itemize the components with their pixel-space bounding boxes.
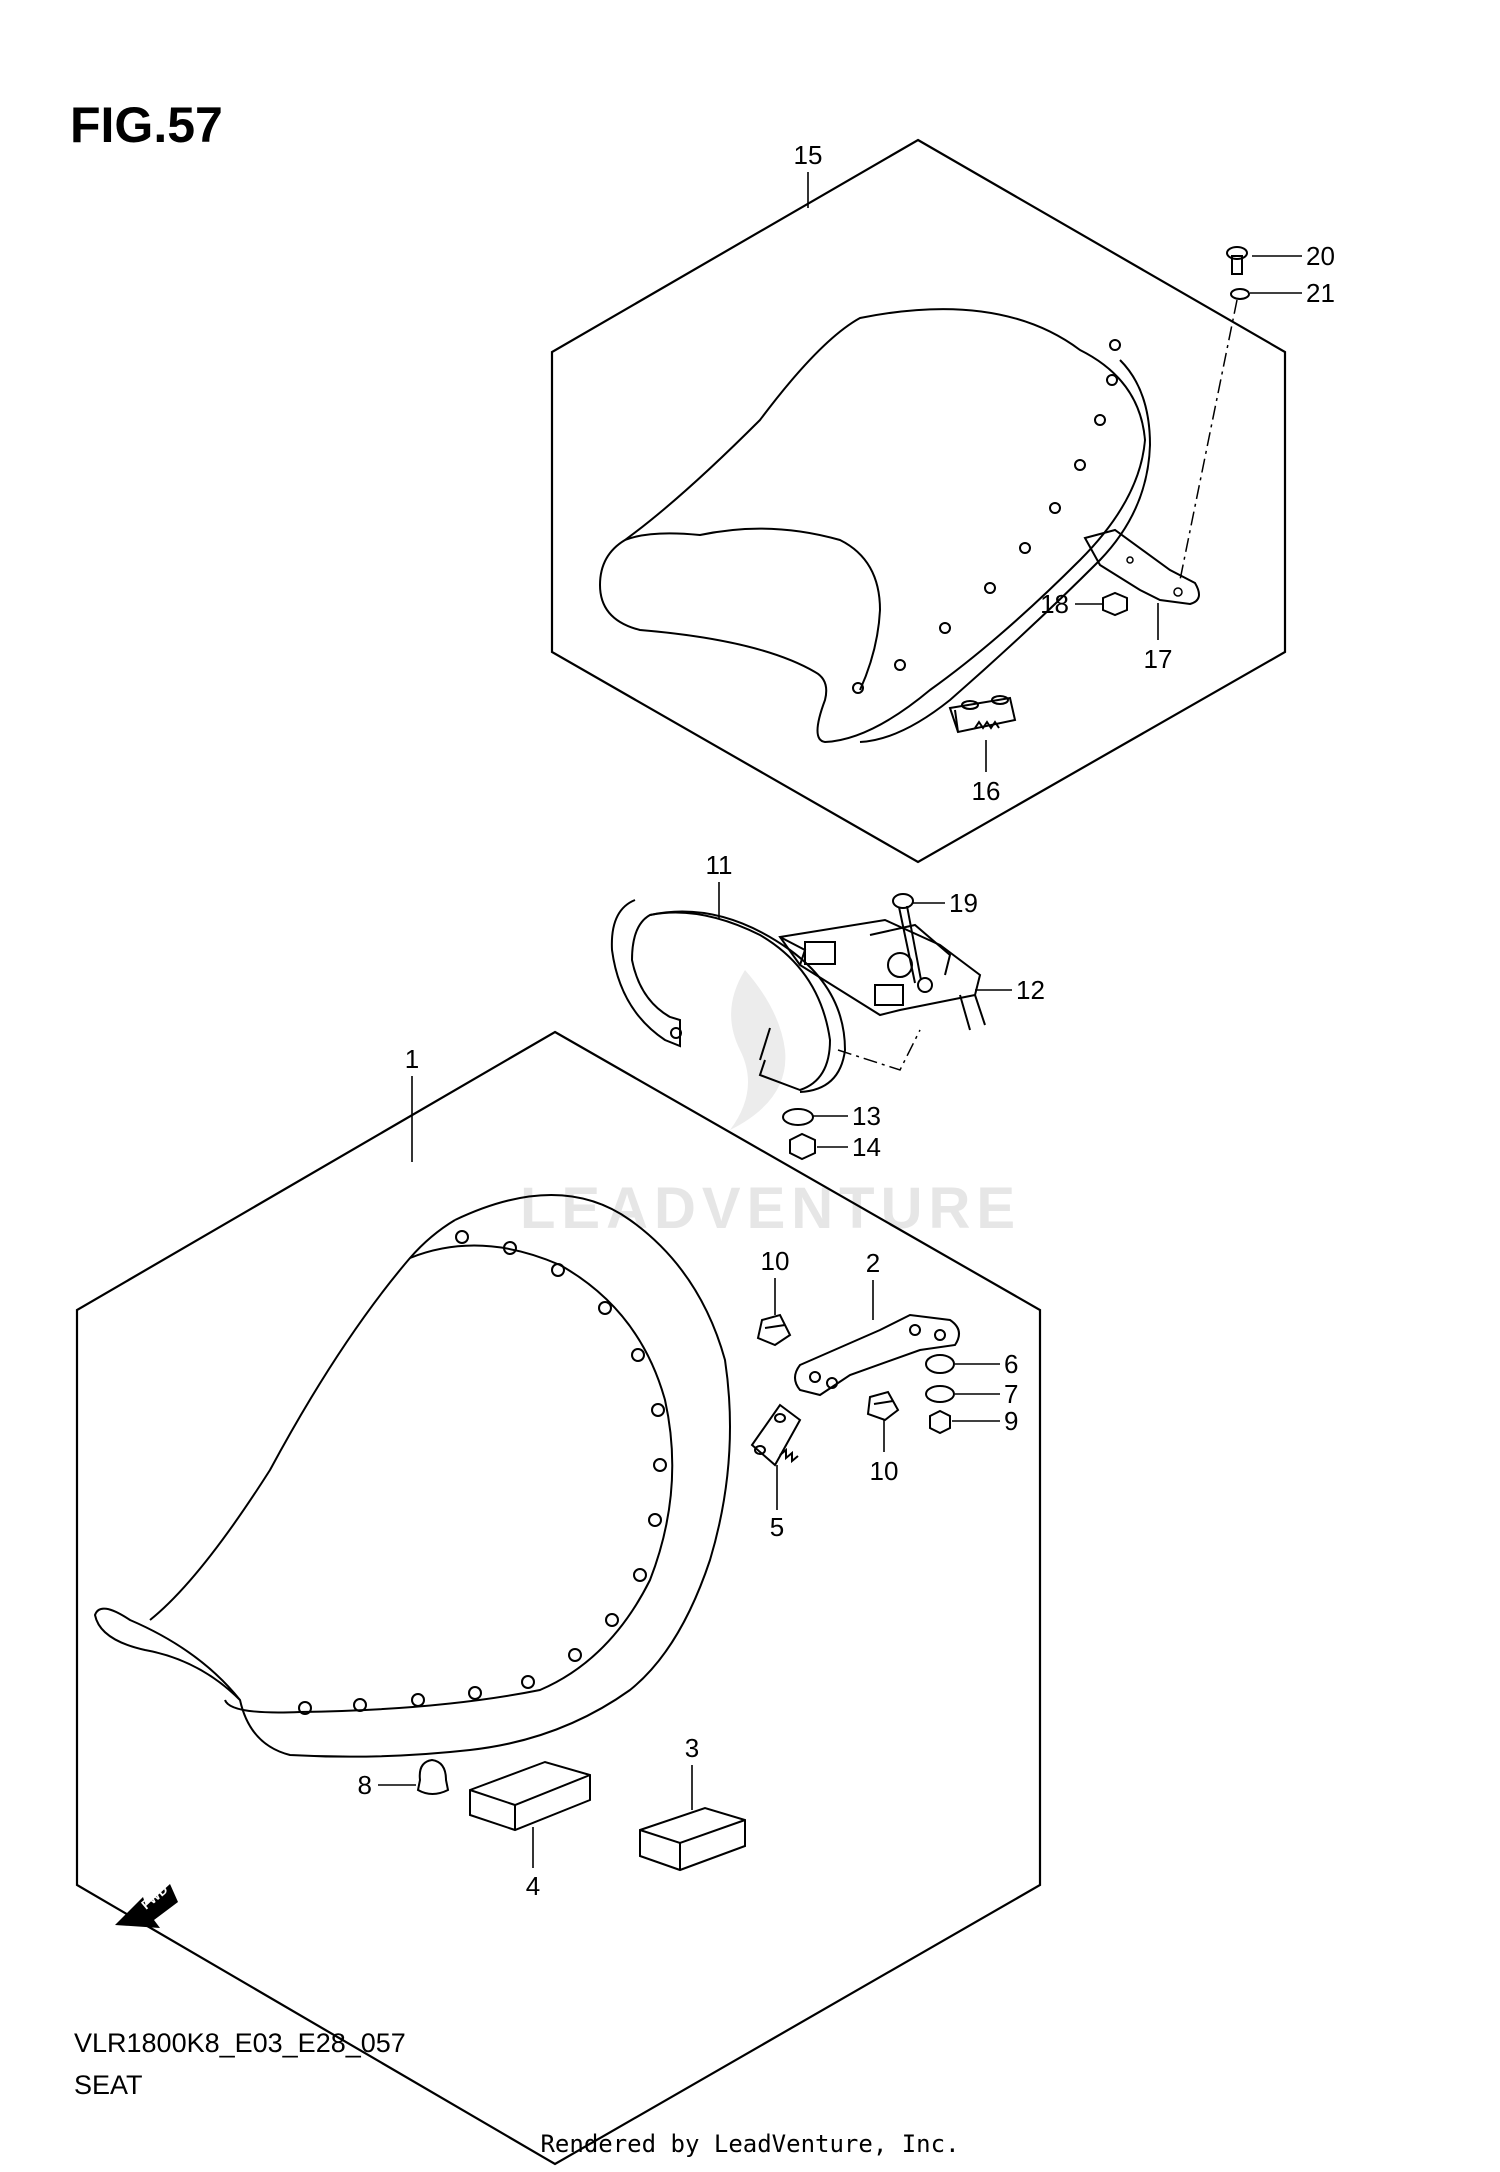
callout-9: 9 bbox=[1004, 1406, 1018, 1436]
callout-17: 17 bbox=[1144, 644, 1173, 674]
fwd-arrow-icon: FWD bbox=[115, 1882, 178, 1928]
clip-10b bbox=[866, 1390, 900, 1422]
washer-7 bbox=[925, 1385, 955, 1403]
callout-1: 1 bbox=[405, 1044, 419, 1074]
seat-illustration bbox=[93, 1194, 731, 1758]
callout-10a: 10 bbox=[761, 1246, 790, 1276]
nut-18 bbox=[1102, 591, 1128, 617]
callout-14: 14 bbox=[852, 1132, 881, 1162]
callout-16: 16 bbox=[972, 776, 1001, 806]
bolt-20 bbox=[1226, 246, 1248, 275]
box-3 bbox=[639, 1806, 746, 1872]
callout-labels: 1 2 3 4 5 6 7 8 9 10 10 11 12 13 14 15 1… bbox=[358, 140, 1335, 1901]
latch-12 bbox=[778, 918, 986, 1031]
callout-5: 5 bbox=[770, 1512, 784, 1542]
callout-21: 21 bbox=[1306, 278, 1335, 308]
bracket-17 bbox=[1083, 528, 1200, 606]
callout-11: 11 bbox=[706, 850, 733, 880]
section-title: SEAT bbox=[74, 2070, 143, 2100]
callout-12: 12 bbox=[1016, 975, 1045, 1005]
watermark: LEADVENTURE bbox=[520, 970, 1021, 1241]
washer-21 bbox=[1230, 288, 1250, 300]
footer-credit: Rendered by LeadVenture, Inc. bbox=[540, 2130, 960, 2158]
cushion-8 bbox=[416, 1758, 450, 1795]
watermark-text: LEADVENTURE bbox=[520, 1176, 1021, 1241]
hexagon-pillion-group bbox=[550, 138, 1287, 864]
cushion-5 bbox=[750, 1403, 802, 1467]
figure-title: FIG.57 bbox=[70, 97, 223, 153]
model-code: VLR1800K8_E03_E28_057 bbox=[74, 2028, 406, 2058]
callout-7: 7 bbox=[1004, 1379, 1018, 1409]
leader-lines bbox=[378, 172, 1302, 1868]
pillion-seat-illustration bbox=[598, 308, 1152, 744]
bracket-2 bbox=[794, 1313, 960, 1397]
callout-4: 4 bbox=[526, 1871, 540, 1901]
callout-3: 3 bbox=[685, 1733, 699, 1763]
strap-11 bbox=[610, 899, 847, 1093]
callout-20: 20 bbox=[1306, 241, 1335, 271]
hexagon-seat-group bbox=[75, 1030, 1042, 2166]
collar-6 bbox=[925, 1354, 955, 1374]
callout-8: 8 bbox=[358, 1770, 372, 1800]
callout-13: 13 bbox=[852, 1101, 881, 1131]
callout-2: 2 bbox=[866, 1248, 880, 1278]
callout-10b: 10 bbox=[870, 1456, 899, 1486]
callout-18: 18 bbox=[1040, 589, 1069, 619]
washer-13 bbox=[782, 1108, 814, 1126]
callout-15: 15 bbox=[794, 140, 823, 170]
callout-6: 6 bbox=[1004, 1349, 1018, 1379]
callout-19: 19 bbox=[949, 888, 978, 918]
nut-14 bbox=[789, 1132, 816, 1161]
nut-9 bbox=[929, 1409, 951, 1435]
box-4 bbox=[469, 1760, 591, 1832]
screw-19 bbox=[892, 893, 922, 984]
cushion-16 bbox=[948, 695, 1017, 734]
clip-10a bbox=[756, 1313, 792, 1347]
